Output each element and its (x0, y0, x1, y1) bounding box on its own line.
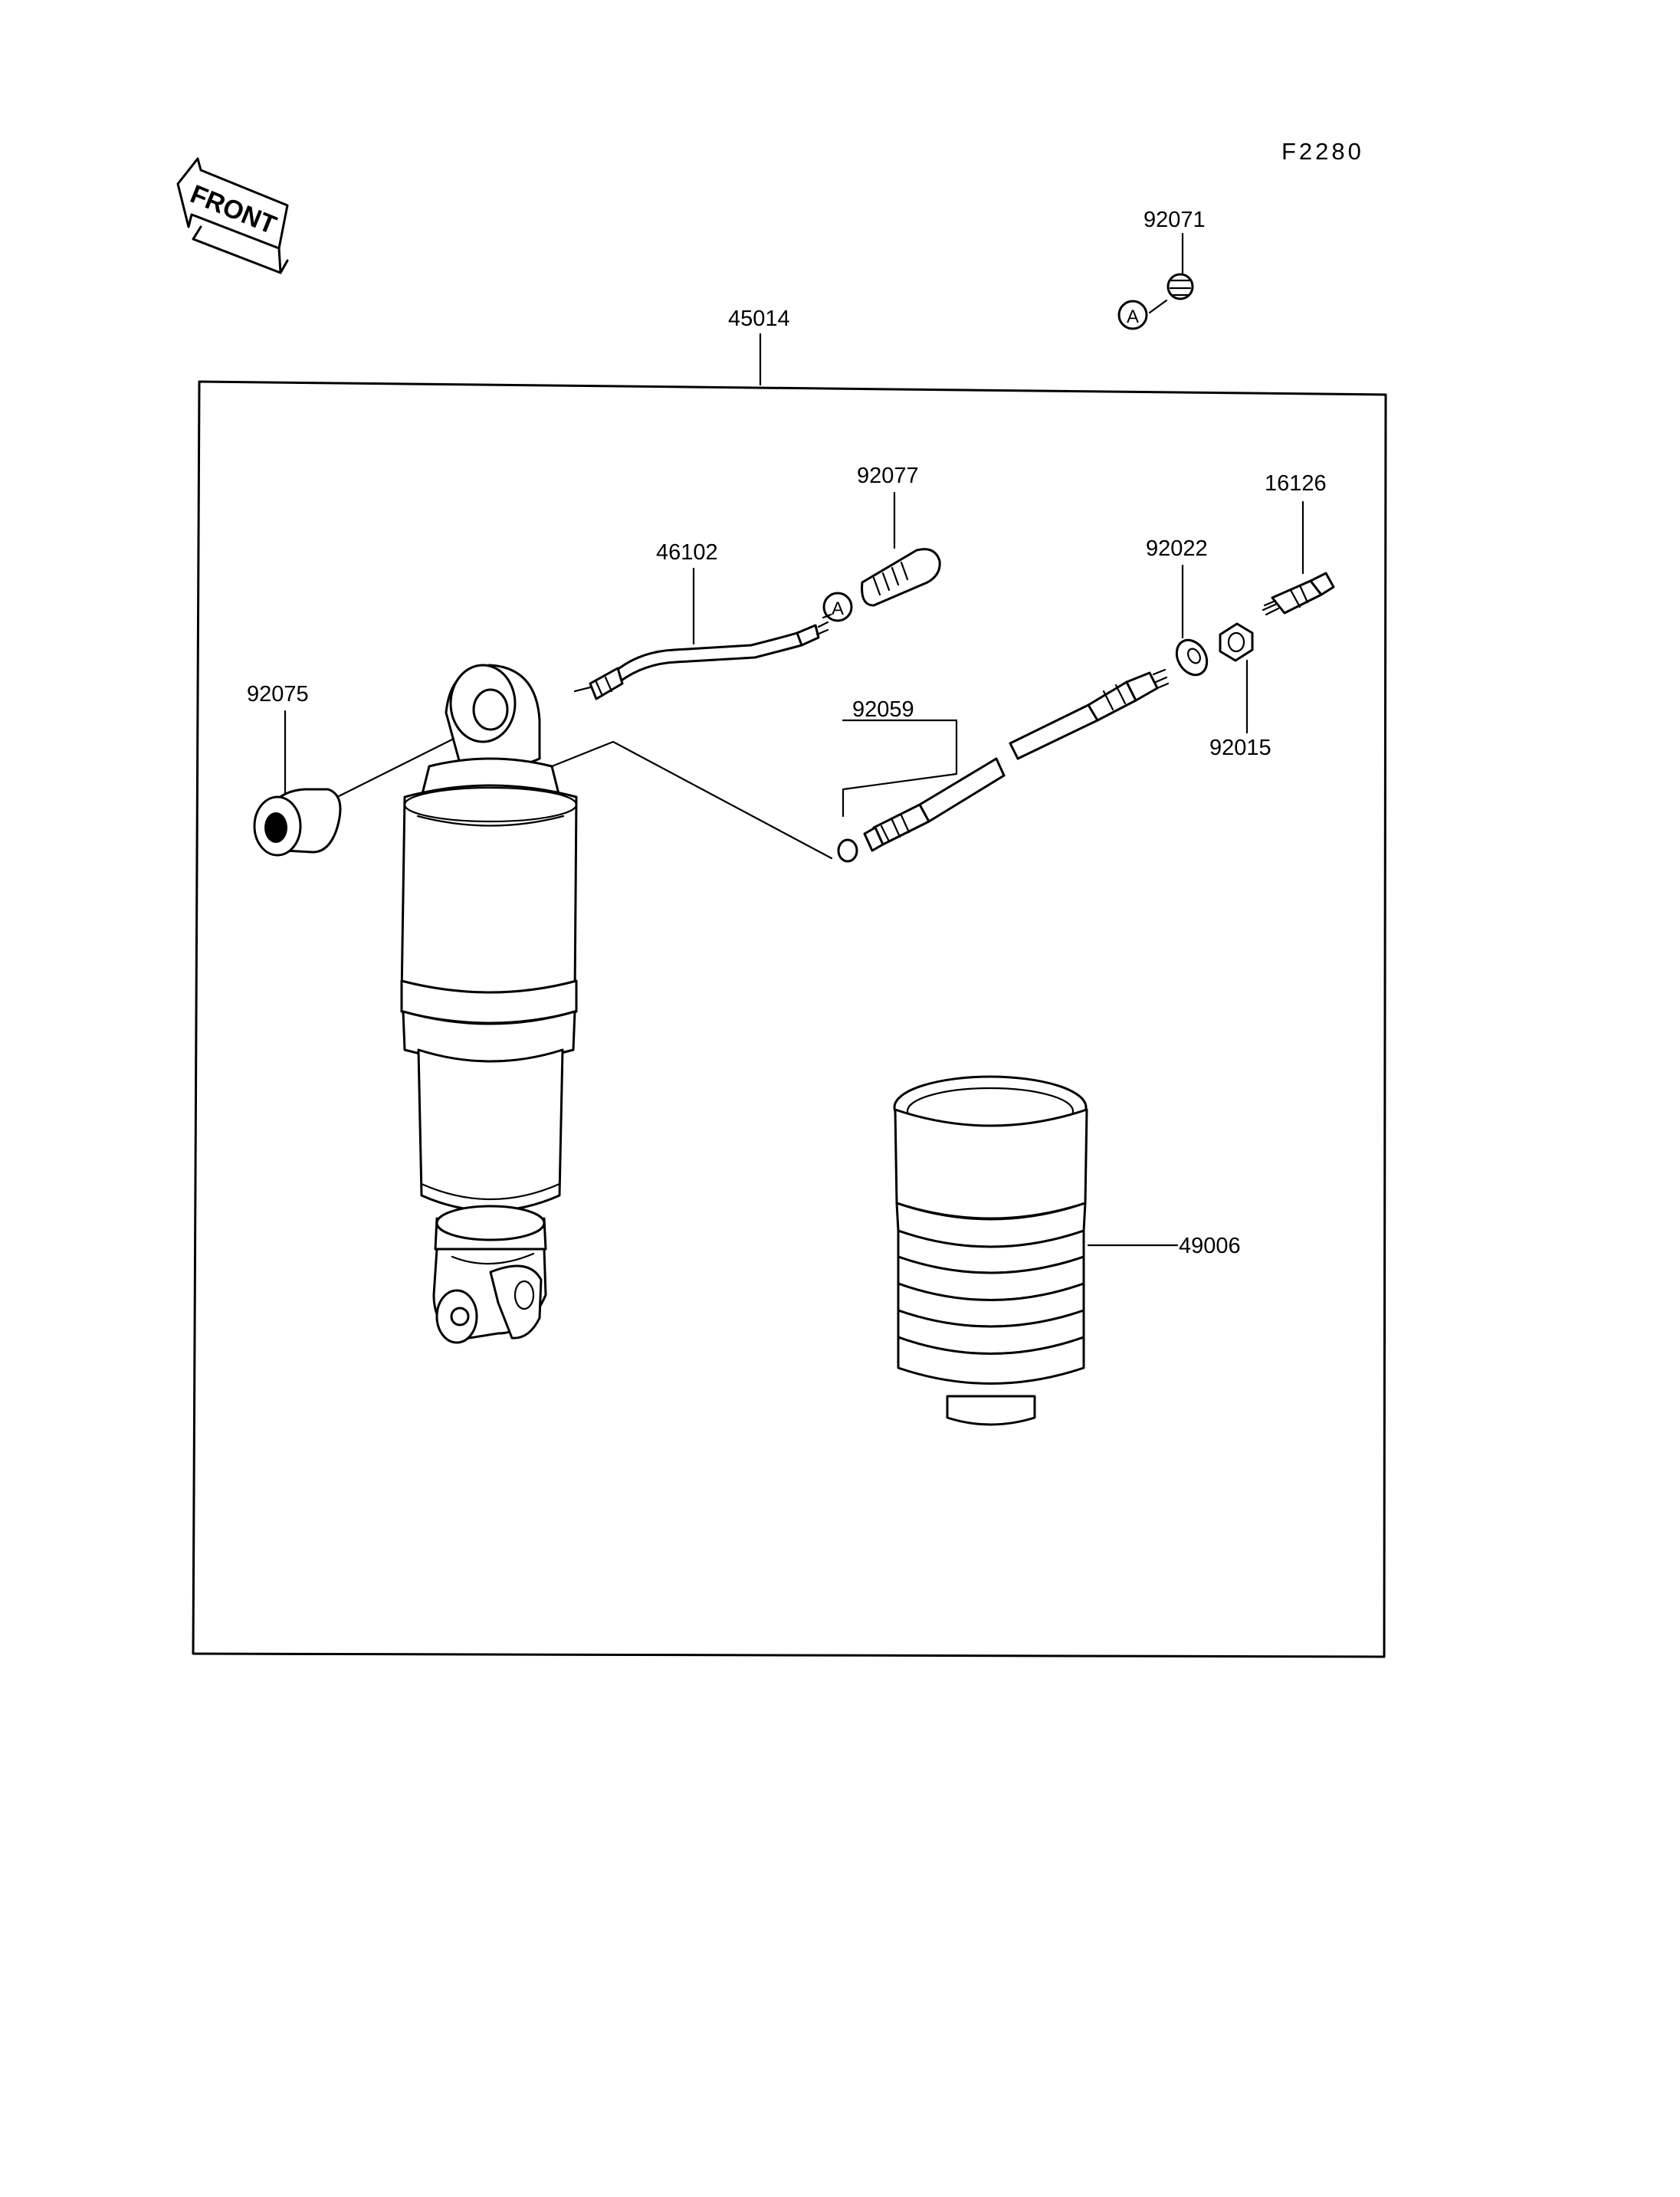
plug-92077 (861, 548, 941, 607)
reference-a-letter-middle: A (832, 598, 844, 619)
label-46102: 46102 (656, 540, 718, 565)
hose-set-92059 (837, 668, 1170, 863)
bushing-92075 (253, 788, 342, 857)
front-arrow-icon: FRONT (176, 157, 289, 274)
reference-a-marker-top: A (1117, 299, 1168, 330)
bolt-92071 (1166, 273, 1194, 300)
label-92077: 92077 (857, 464, 919, 488)
figure-number: F2280 (1281, 138, 1364, 165)
nut-92015 (1219, 622, 1254, 662)
hose-46102 (573, 613, 832, 700)
shock-absorber-45014 (400, 664, 578, 1344)
reference-a-letter-top: A (1127, 307, 1139, 327)
label-45014: 45014 (728, 307, 790, 331)
boot-49006 (893, 1075, 1088, 1426)
sensor-16126 (1262, 572, 1335, 616)
washer-92022 (1175, 638, 1209, 677)
reference-a-marker-middle: A (822, 592, 853, 622)
label-49006: 49006 (1179, 1234, 1241, 1258)
label-92059: 92059 (852, 697, 914, 722)
assembly-frame (192, 380, 1387, 1658)
label-92071: 92071 (1144, 208, 1206, 232)
label-16126: 16126 (1265, 471, 1327, 496)
label-92015: 92015 (1209, 736, 1271, 760)
label-92022: 92022 (1146, 536, 1208, 561)
label-92075: 92075 (247, 682, 309, 707)
